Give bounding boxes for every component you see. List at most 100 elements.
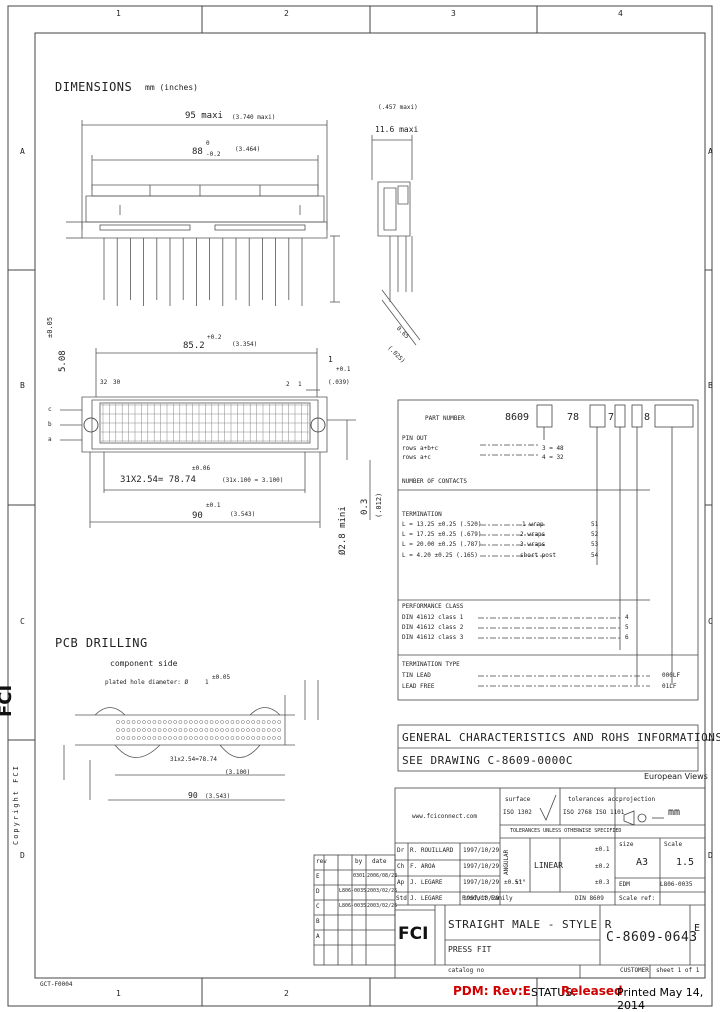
pcb-hole xyxy=(142,720,146,724)
product-family: Product Family xyxy=(462,895,513,902)
pcb-hole xyxy=(116,736,120,740)
pcb-hole xyxy=(251,728,256,732)
pcb-hole xyxy=(136,728,141,732)
angular-label: ANGULAR xyxy=(503,849,510,875)
pcb-hole xyxy=(240,728,245,732)
pcb-hole xyxy=(277,720,282,724)
pcb-hole xyxy=(126,736,131,740)
din: DIN 8609 xyxy=(575,895,604,902)
pinout-header: PIN OUT xyxy=(402,435,428,442)
pcb-hole xyxy=(256,728,261,732)
pcb-hole xyxy=(251,736,256,740)
appr-3-name: J. LEGARE xyxy=(410,879,443,886)
row-label-a-right: A xyxy=(708,147,713,156)
surface-symbol xyxy=(539,794,557,821)
pcb-hole xyxy=(194,736,198,740)
european-views: European Views xyxy=(644,772,708,781)
pinout-row-1: rows a+b+c xyxy=(402,445,439,452)
term-row-2-val: 52 xyxy=(591,531,599,538)
pcb-hole xyxy=(230,736,235,740)
bottom-view xyxy=(60,348,371,528)
part-number-table xyxy=(397,399,699,701)
customer: CUSTOMER xyxy=(620,967,649,974)
label-32: 32 xyxy=(100,379,108,386)
pcb-hole xyxy=(225,720,230,724)
rev-row-2-rev: D xyxy=(316,888,320,895)
pcb-hole xyxy=(235,728,240,732)
pcb-hole xyxy=(147,720,152,724)
pcb-holes xyxy=(116,720,282,740)
dim-3254-tol: ±0.06 xyxy=(192,465,211,472)
pcb-hole xyxy=(183,736,188,740)
perf-header: PERFORMANCE CLASS xyxy=(402,603,464,610)
pcb-hole xyxy=(131,736,136,740)
col-label-2-bottom: 2 xyxy=(284,989,289,998)
pcb-hole xyxy=(235,736,240,740)
appr-3-role: Ap xyxy=(397,879,405,886)
appr-4-date: 1997/10/29 xyxy=(463,895,500,902)
pcb-hole xyxy=(266,720,271,724)
size-header: size xyxy=(619,841,634,848)
dim-508: 5.08 xyxy=(58,350,68,372)
appr-2-date: 1997/10/29 xyxy=(463,863,500,870)
term-row-3-val: 53 xyxy=(591,541,599,548)
ang-val-2: ±1° xyxy=(515,879,526,886)
pcb-90-in: (3.543) xyxy=(205,793,231,800)
pcb-hole xyxy=(194,720,198,724)
rev-header-by: by xyxy=(355,858,363,865)
pcb-hole xyxy=(126,720,131,724)
dim-852-tol: +0.2 xyxy=(207,334,222,341)
term-row-4-mid: short post xyxy=(520,552,557,559)
row-label-a: A xyxy=(20,147,25,156)
term-row-4: L = 4.20 ±0.25 (.165) xyxy=(402,552,478,559)
dim-852-in: (3.354) xyxy=(232,341,258,348)
pcb-hole xyxy=(225,728,230,732)
pcb-hole xyxy=(220,736,224,740)
pcb-hole xyxy=(235,720,240,724)
doc-number: C-8609-0643 xyxy=(606,930,698,945)
general-line-2: SEE DRAWING C-8609-0000C xyxy=(402,754,573,767)
contacts-header: NUMBER OF CONTACTS xyxy=(402,478,468,485)
dim-88-in: (3.464) xyxy=(235,146,261,153)
pcb-hole xyxy=(173,728,178,732)
plating-row-1: TIN LEAD xyxy=(402,672,431,679)
pinout-row-1-val: 3 = 48 xyxy=(542,445,564,452)
rev-row-1-rev: E xyxy=(316,873,320,880)
pcb-31-in: (3.100) xyxy=(225,769,251,776)
pcb-hole xyxy=(152,736,157,740)
pinout-row-2-val: 4 = 32 xyxy=(542,454,564,461)
perf-row-2-val: 5 xyxy=(625,624,629,631)
pcb-hole xyxy=(188,720,193,724)
pcb-hole xyxy=(188,736,193,740)
pcb-hole xyxy=(168,720,172,724)
part-code3: 8 xyxy=(644,412,651,423)
rev-header-rev: rev xyxy=(316,858,327,865)
pcb-hole xyxy=(152,728,157,732)
pcb-hole xyxy=(220,720,224,724)
dim-88-tol-dn: -0.2 xyxy=(206,151,221,158)
pcb-hole xyxy=(116,720,120,724)
dim-88: 88 xyxy=(192,147,203,157)
tolerances-general: TOLERANCES UNLESS OTHERWISE SPECIFIED xyxy=(510,828,622,834)
pcb-hole xyxy=(168,736,172,740)
pcb-hole xyxy=(277,736,282,740)
fci-logo-title: FCI xyxy=(398,924,429,944)
pcb-hole xyxy=(168,728,172,732)
rev-row-2-date: 2003/02/26 xyxy=(367,888,398,894)
pcb-hole xyxy=(178,728,183,732)
pcb-hole xyxy=(256,720,261,724)
col-label-1-bottom: 1 xyxy=(116,989,121,998)
dim-88-tol-up: 0 xyxy=(206,140,210,147)
pcb-hole xyxy=(204,720,209,724)
tol-value: ISO 2768 ISO 1101 xyxy=(563,809,625,816)
pcb-hole xyxy=(246,736,250,740)
termination-header: TERMINATION xyxy=(402,511,442,518)
rev-letter: E xyxy=(694,923,701,934)
lin-val-2: ±0.2 xyxy=(595,863,610,870)
dim-1: 1 xyxy=(328,355,333,364)
dim-95-in: (3.740 maxi) xyxy=(232,114,276,121)
rev-row-2-by: L806-0035 xyxy=(339,888,367,894)
surface-value: ISO 1302 xyxy=(503,809,532,816)
rev-row-3-rev: C xyxy=(316,903,320,910)
mounting-hole-right xyxy=(310,417,326,433)
